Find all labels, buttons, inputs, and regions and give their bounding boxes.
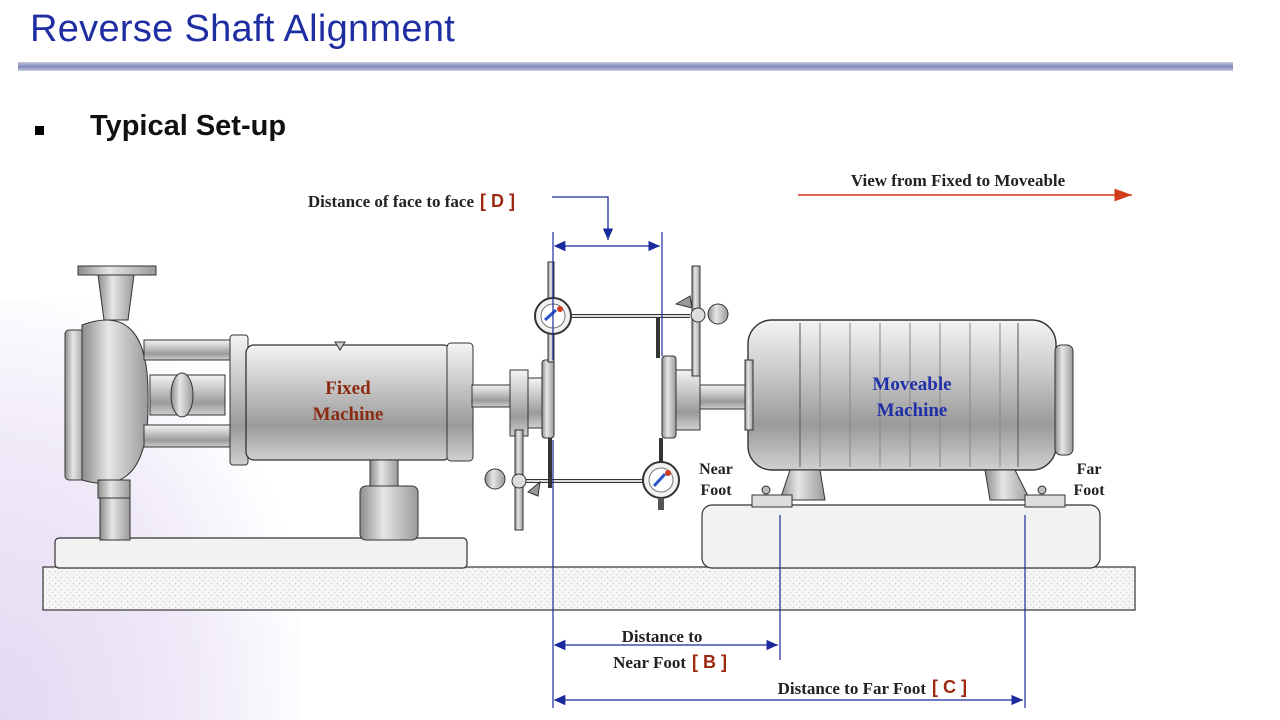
bullet-icon xyxy=(35,126,44,135)
moveable-machine-label-line2: Machine xyxy=(877,400,948,421)
tag-d: [ D ] xyxy=(480,191,515,211)
fixed-machine-label-line2: Machine xyxy=(313,404,384,425)
tag-c: [ C ] xyxy=(932,677,967,697)
fixed-machine-body xyxy=(229,334,513,541)
lower-dial-gauge-assembly xyxy=(484,429,680,531)
slide-title: Reverse Shaft Alignment xyxy=(30,8,456,50)
near-distance-label-line1: Distance to xyxy=(622,627,703,646)
left-coupling-hub xyxy=(509,359,555,439)
pump-volute-icon xyxy=(64,265,235,541)
fixed-machine-base xyxy=(54,537,468,569)
moveable-machine-body xyxy=(701,319,1101,569)
far-foot-label-line1: Far xyxy=(1077,461,1102,478)
near-foot-label-line1: Near xyxy=(699,461,733,478)
view-direction-label: View from Fixed to Moveable xyxy=(851,171,1066,190)
floor-slab xyxy=(42,566,1136,611)
d-leader-line xyxy=(552,196,614,240)
title-underline xyxy=(18,62,1233,71)
far-foot-label-line2: Foot xyxy=(1073,482,1105,499)
moveable-machine-label-line1: Moveable xyxy=(872,374,951,395)
slide-subtitle: Typical Set-up xyxy=(90,110,287,142)
far-distance-label: Distance to Far Foot xyxy=(778,679,927,698)
near-foot-label-line2: Foot xyxy=(700,482,732,499)
near-distance-label-line2: Near Foot xyxy=(613,653,686,672)
face-to-face-label: Distance of face to face xyxy=(308,192,475,211)
fixed-machine-label-line1: Fixed xyxy=(325,378,371,399)
right-coupling-hub xyxy=(661,355,751,439)
upper-dial-gauge-assembly xyxy=(534,261,729,377)
tag-b: [ B ] xyxy=(692,652,727,672)
